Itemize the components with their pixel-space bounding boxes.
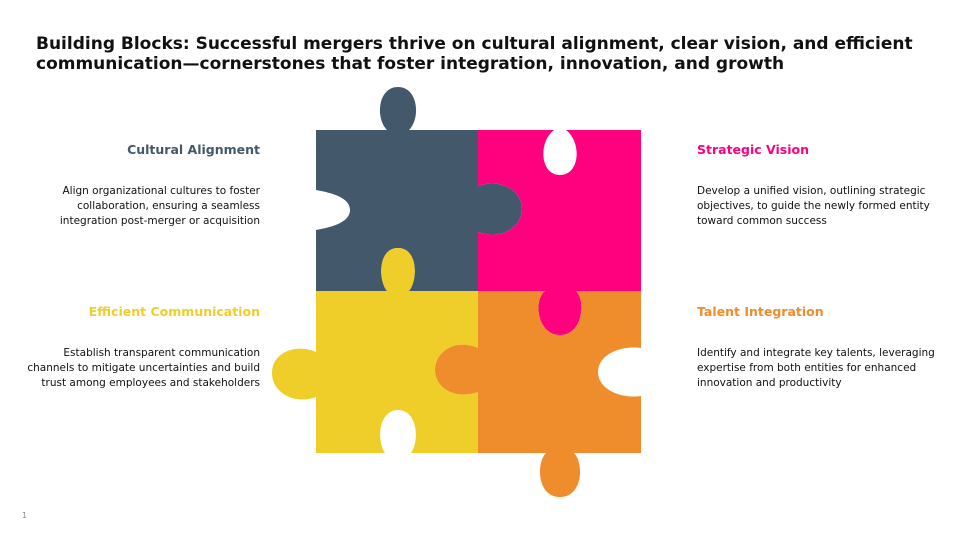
puzzle-piece-efficient-communication bbox=[272, 248, 478, 453]
efficient-communication-text: Establish transparent communication chan… bbox=[27, 347, 260, 389]
cultural-alignment-text: Align organizational cultures to foster … bbox=[59, 185, 260, 227]
slide-title: Building Blocks: Successful mergers thri… bbox=[36, 34, 913, 74]
cultural-alignment-block: Cultural Alignment Align organizational … bbox=[20, 142, 260, 229]
talent-integration-heading: Talent Integration bbox=[697, 304, 824, 319]
talent-integration-block: Talent Integration Identify and integrat… bbox=[697, 304, 937, 391]
puzzle-piece-strategic-vision bbox=[478, 130, 641, 335]
strategic-vision-heading: Strategic Vision bbox=[697, 142, 809, 157]
strategic-vision-text: Develop a unified vision, outlining stra… bbox=[697, 185, 930, 227]
talent-integration-text: Identify and integrate key talents, leve… bbox=[697, 347, 935, 389]
puzzle-piece-cultural-alignment bbox=[316, 87, 522, 291]
puzzle-piece-talent-integration bbox=[435, 291, 641, 497]
page-number: 1 bbox=[22, 511, 28, 520]
strategic-vision-block: Strategic Vision Develop a unified visio… bbox=[697, 142, 937, 229]
cultural-alignment-heading: Cultural Alignment bbox=[127, 142, 260, 157]
efficient-communication-block: Efficient Communication Establish transp… bbox=[20, 304, 260, 391]
efficient-communication-heading: Efficient Communication bbox=[88, 304, 260, 319]
